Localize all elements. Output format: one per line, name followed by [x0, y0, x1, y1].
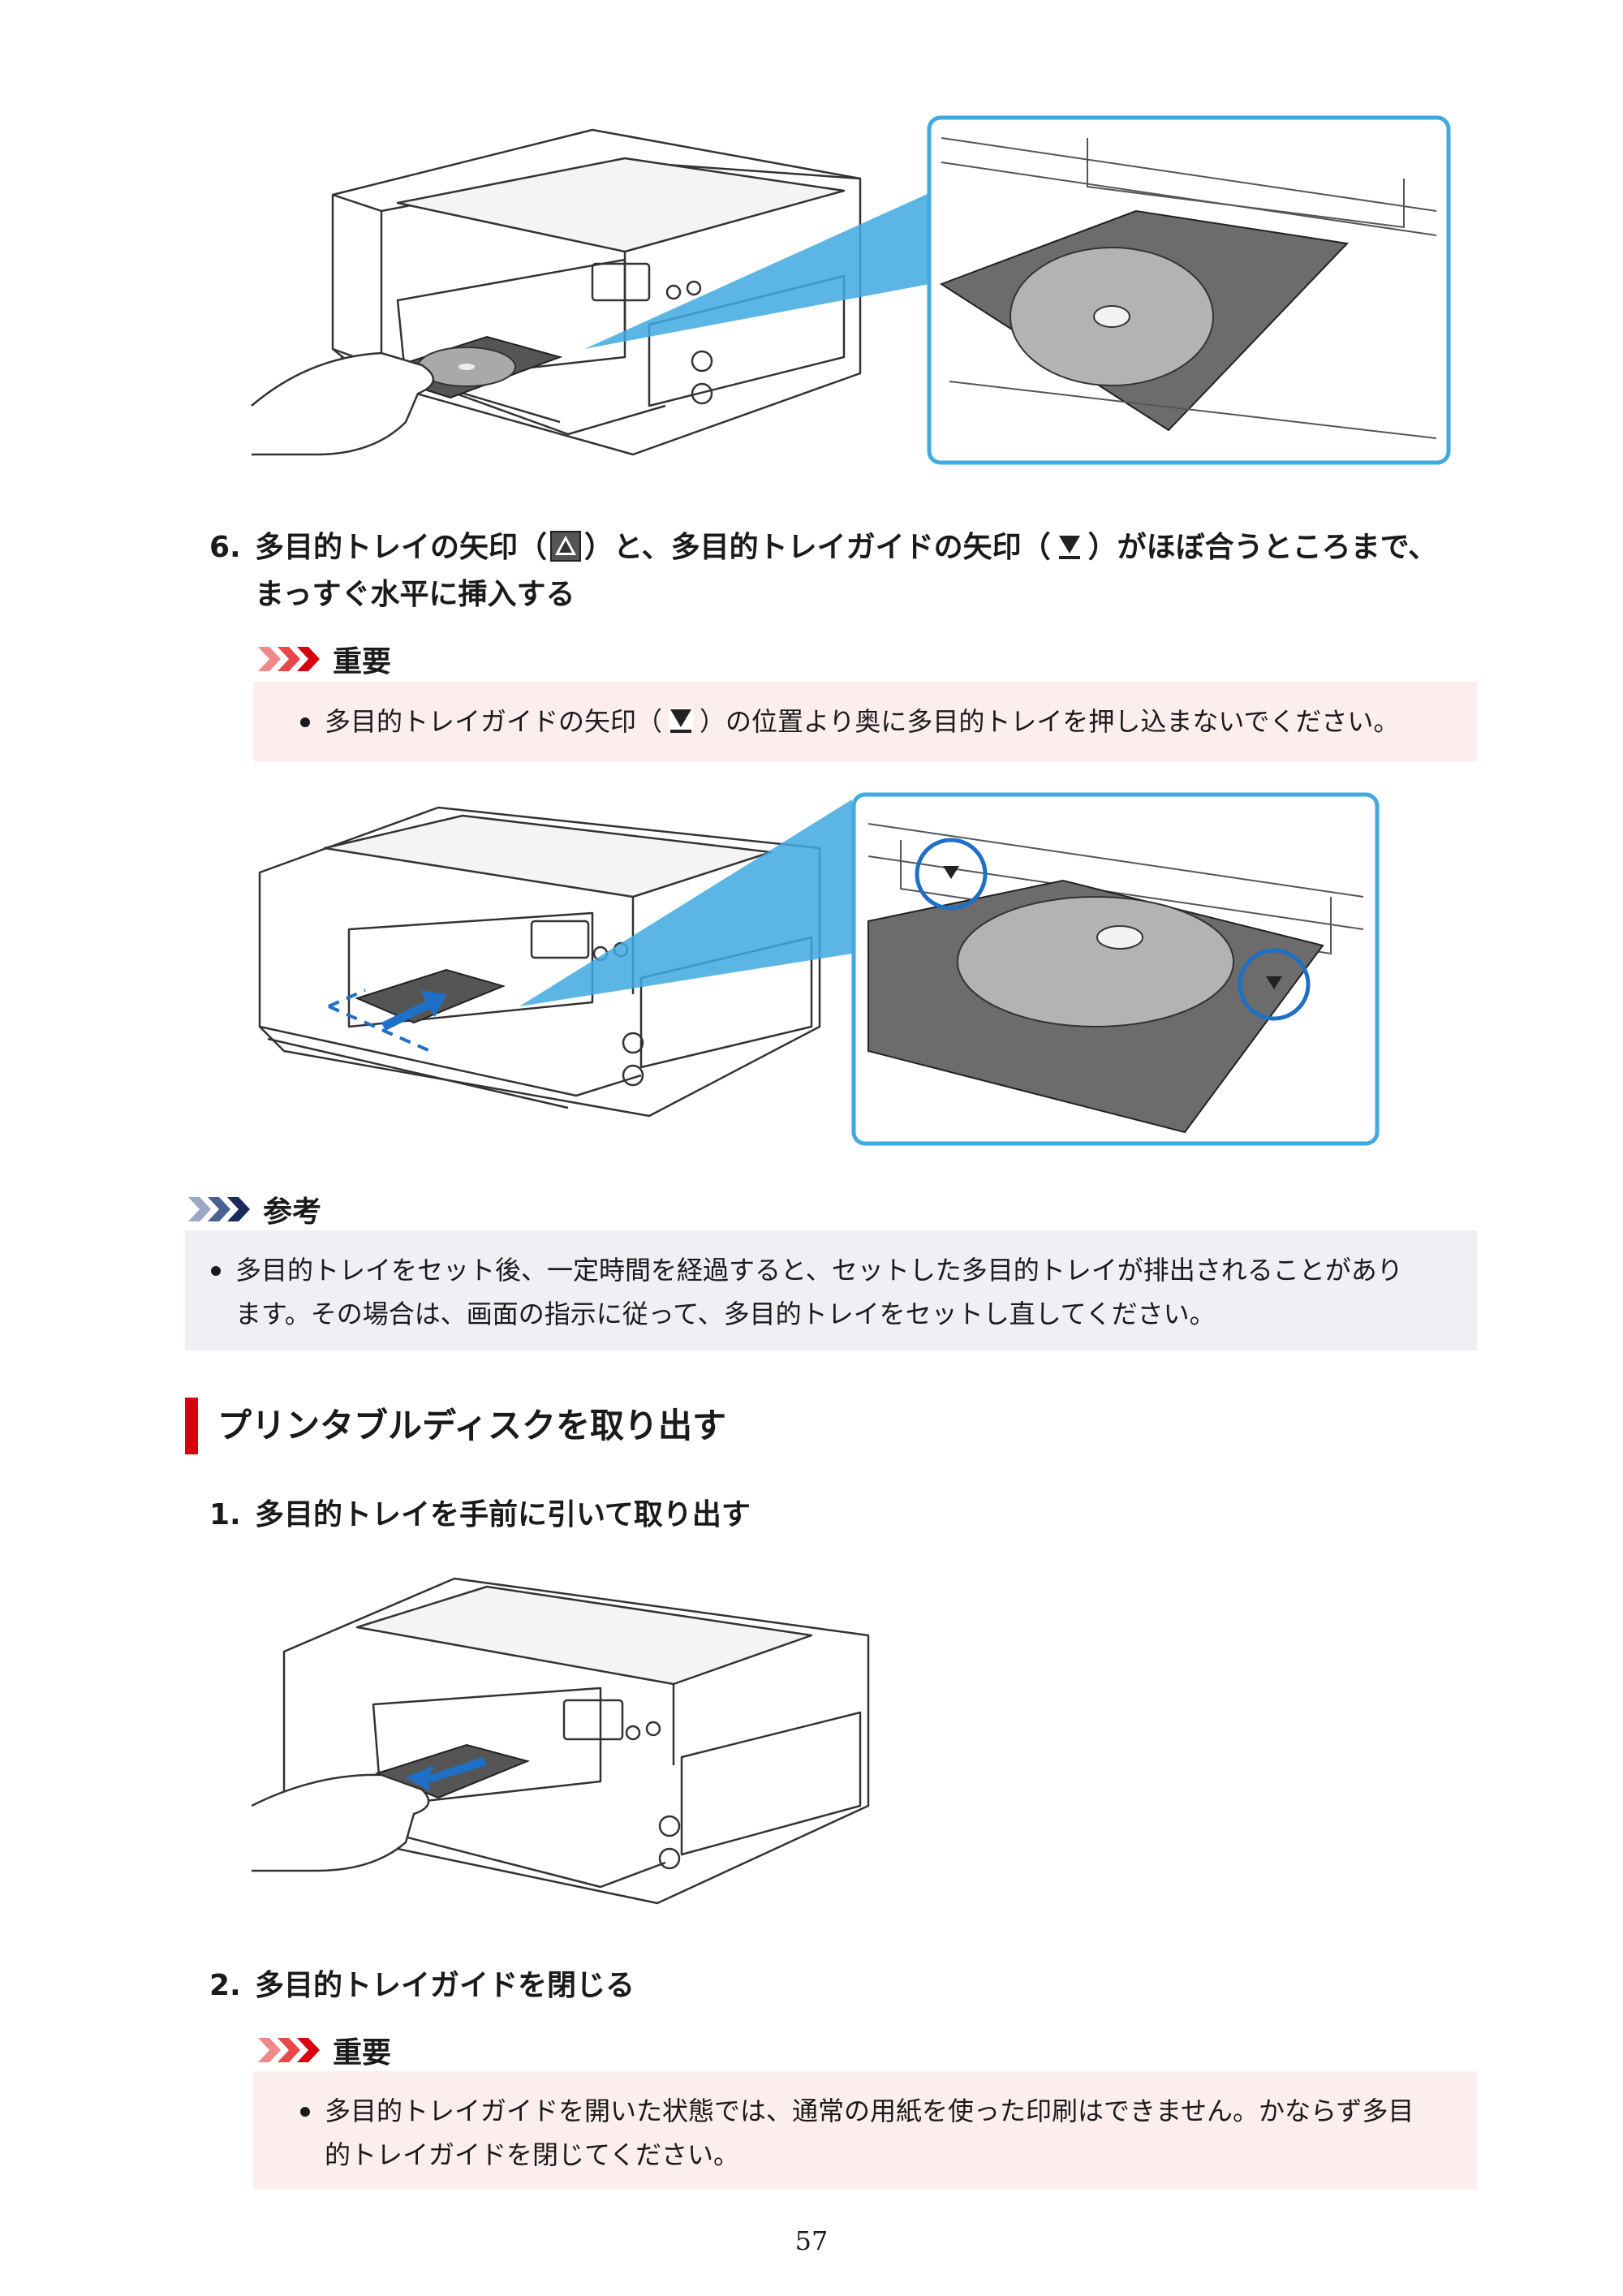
step-text: 多目的トレイを手前に引いて取り出す — [255, 1498, 751, 1531]
important-label: 重要 — [258, 638, 391, 680]
bullet-text: 多目的トレイガイドの矢印（ — [325, 706, 663, 737]
bullet-text: ）の位置より奥に多目的トレイを押し込まないでください。 — [700, 706, 1400, 737]
note-label-text: 参考 — [263, 1195, 322, 1229]
up-arrow-triangle-icon — [550, 531, 582, 562]
list-item: 多目的トレイガイドを開いた状態では、通常の用紙を使った印刷はできません。かならず… — [299, 2089, 1444, 2177]
important-label-text: 重要 — [333, 645, 392, 678]
down-arrow-triangle-icon — [669, 708, 694, 733]
important-box: 多目的トレイガイドを開いた状態では、通常の用紙を使った印刷はできません。かならず… — [253, 2071, 1477, 2190]
important-chevron-icon — [258, 2038, 320, 2062]
important-chevron-icon — [258, 647, 320, 671]
callout-cone — [584, 193, 929, 349]
bullet-text: ます。その場合は、画面の指示に従って、多目的トレイをセットし直してください。 — [235, 1299, 1216, 1329]
list-item: 多目的トレイをセット後、一定時間を経過すると、セットした多目的トレイが排出される… — [209, 1248, 1444, 1336]
note-box: 多目的トレイをセット後、一定時間を経過すると、セットした多目的トレイが排出される… — [185, 1230, 1477, 1350]
step-text: 多目的トレイの矢印（ — [255, 531, 548, 564]
important-box: 多目的トレイガイドの矢印（ ）の位置より奥に多目的トレイを押し込まないでください。 — [253, 682, 1477, 761]
important-label-text: 重要 — [333, 2036, 392, 2070]
bullet-text: 的トレイガイドを閉じてください。 — [325, 2139, 740, 2170]
section-title: プリンタブルディスクを取り出す — [185, 1398, 1435, 1454]
bullet-text: 多目的トレイガイドを開いた状態では、通常の用紙を使った印刷はできません。かならず… — [325, 2096, 1414, 2126]
step-text: ）がほぼ合うところまで、 — [1087, 531, 1438, 564]
important-label: 重要 — [258, 2029, 391, 2071]
inset-zoom — [851, 792, 1380, 1146]
note-chevron-icon — [188, 1197, 250, 1221]
hand-illustration — [251, 351, 434, 456]
insert-direction-arrow — [381, 990, 446, 1031]
down-arrow-triangle-icon — [1057, 534, 1082, 559]
figure-insert-tray — [251, 115, 1451, 465]
step-text-line2: まっすぐ水平に挿入する — [255, 578, 575, 611]
hand-illustration — [252, 1773, 430, 1872]
step-1: 1. 多目的トレイを手前に引いて取り出す — [209, 1492, 751, 1539]
step-text: ）と、多目的トレイガイドの矢印（ — [584, 531, 1051, 564]
step-number: 1. — [209, 1498, 241, 1531]
step-number: 2. — [209, 1969, 241, 2002]
page-number: 57 — [794, 2225, 829, 2256]
step-6: 6. 多目的トレイの矢印（ ）と、多目的トレイガイドの矢印（ ）がほぼ合うところまで、… — [209, 524, 1475, 618]
inset-zoom — [927, 115, 1451, 465]
figure-remove-tray — [252, 1577, 870, 1905]
figure-align-arrows — [258, 792, 1380, 1146]
step-text: 多目的トレイガイドを閉じる — [255, 1969, 635, 2002]
step-number: 6. — [209, 531, 241, 564]
list-item: 多目的トレイガイドの矢印（ ）の位置より奥に多目的トレイを押し込まないでください。 — [299, 700, 1444, 743]
step-2: 2. 多目的トレイガイドを閉じる — [209, 1962, 635, 2010]
pull-direction-arrow — [406, 1757, 487, 1791]
bullet-text: 多目的トレイをセット後、一定時間を経過すると、セットした多目的トレイが排出される… — [235, 1255, 1403, 1286]
note-label: 参考 — [188, 1188, 321, 1230]
